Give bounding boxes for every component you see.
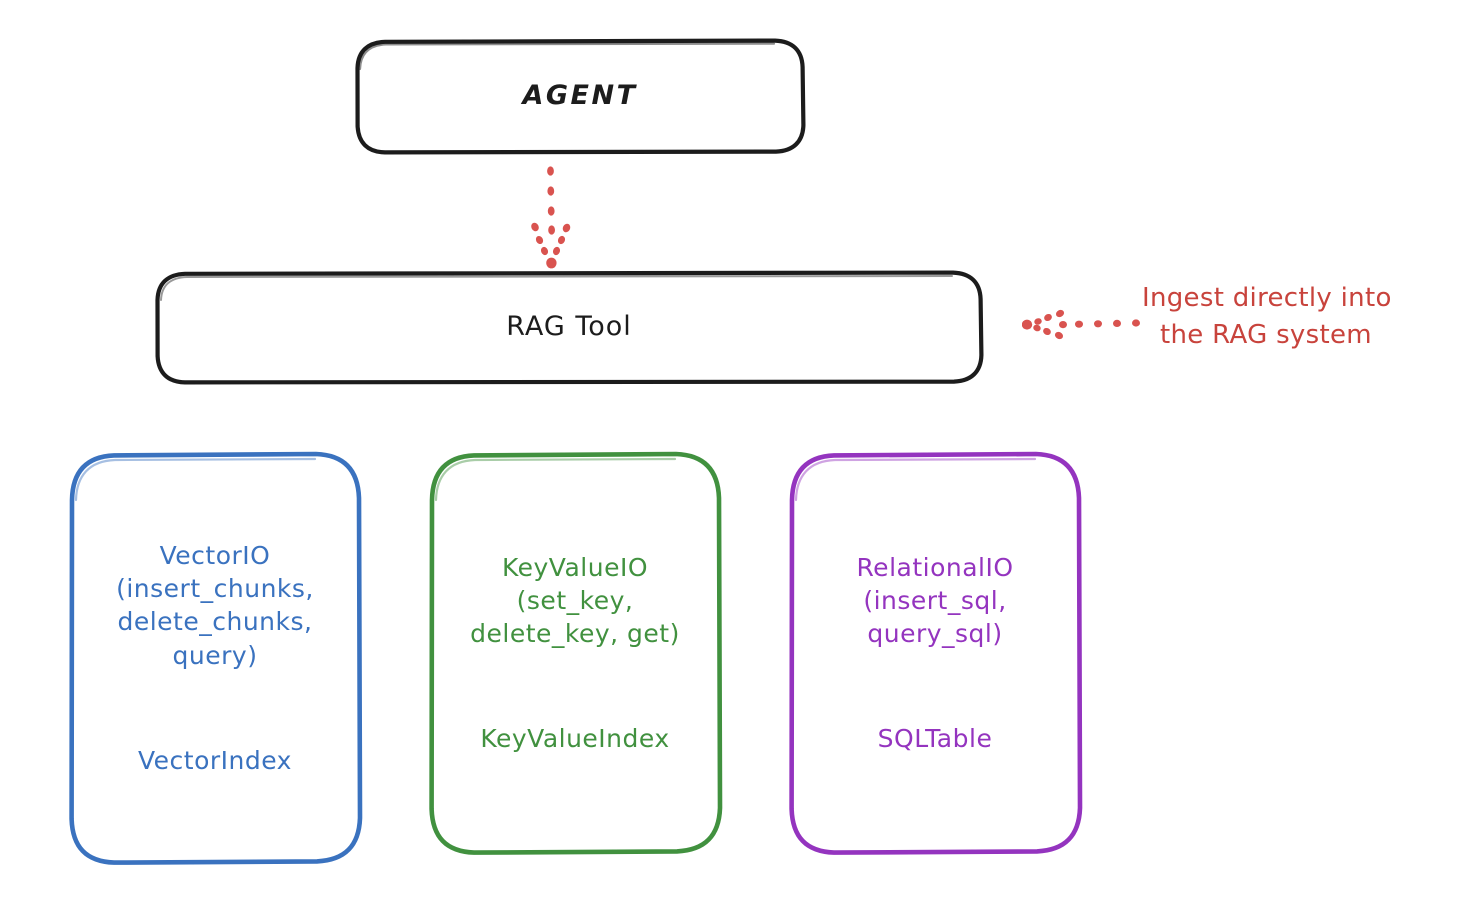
annotation-ingest-note-line1: Ingest directly into — [1142, 283, 1392, 313]
annotation-ingest-note-line2: the RAG system — [1160, 319, 1372, 350]
relational-io-ops: RelationalIO (insert_sql, query_sql) — [856, 552, 1014, 649]
node-rag-tool[interactable]: RAG Tool — [154, 270, 984, 385]
relational-io-label: RelationalIO (insert_sql, query_sql) SQL… — [856, 517, 1013, 789]
annotation-ingest-note: Ingest directly into the RAG system — [1142, 280, 1482, 354]
connector-agent-to-rag — [531, 166, 571, 269]
connector-note-to-rag — [1022, 309, 1140, 340]
vector-io-label: VectorIO (insert_chunks, delete_chunks, … — [116, 506, 314, 811]
node-key-value-io[interactable]: KeyValueIO (set_key, delete_key, get) Ke… — [428, 450, 723, 856]
vector-io-ops: VectorIO (insert_chunks, delete_chunks, … — [116, 540, 314, 670]
key-value-io-index: KeyValueIndex — [480, 724, 670, 754]
key-value-io-label: KeyValueIO (set_key, delete_key, get) Ke… — [470, 517, 680, 789]
node-relational-io[interactable]: RelationalIO (insert_sql, query_sql) SQL… — [788, 450, 1083, 856]
vector-io-index: VectorIndex — [137, 745, 292, 775]
key-value-io-ops: KeyValueIO (set_key, delete_key, get) — [470, 552, 680, 649]
agent-label: AGENT — [522, 79, 638, 111]
node-agent[interactable]: AGENT — [354, 38, 806, 155]
node-vector-io[interactable]: VectorIO (insert_chunks, delete_chunks, … — [68, 450, 363, 866]
relational-io-index: SQLTable — [877, 724, 993, 754]
rag-tool-label: RAG Tool — [506, 310, 632, 342]
